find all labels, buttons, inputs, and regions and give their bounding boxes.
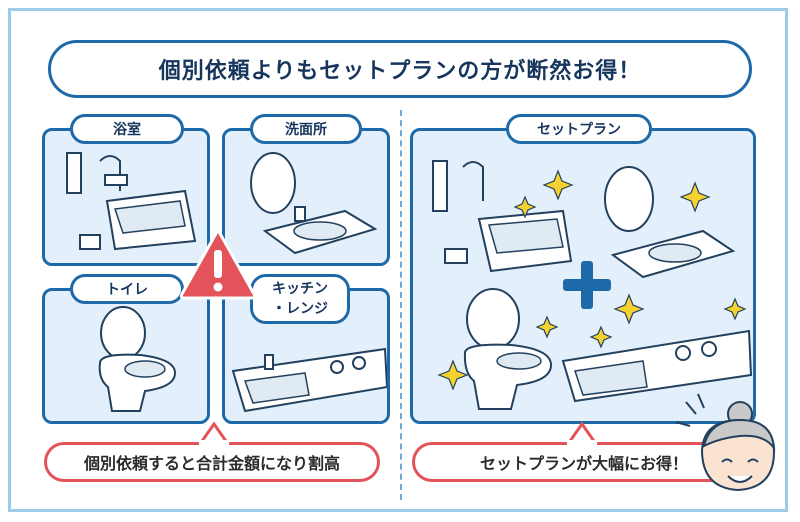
panel-washroom xyxy=(222,128,390,266)
headline-banner: 個別依頼よりもセットプランの方が断然お得！ xyxy=(48,40,752,98)
label-kitchen-line2: ・レンジ xyxy=(272,301,328,317)
bubble-pointer-left xyxy=(198,421,230,444)
headline-text: 個別依頼よりもセットプランの方が断然お得！ xyxy=(158,59,642,84)
bubble-pointer-right xyxy=(566,421,598,444)
panel-toilet xyxy=(42,288,210,424)
panel-set-plan xyxy=(410,128,756,424)
label-set-plan: セットプラン xyxy=(506,114,652,144)
label-toilet: トイレ xyxy=(70,274,184,304)
sparkle-icon xyxy=(679,181,711,213)
label-kitchen: キッチン ・レンジ xyxy=(250,274,350,324)
label-toilet-text: トイレ xyxy=(106,282,148,298)
toilet-illustration xyxy=(98,306,177,412)
sink-illustration xyxy=(250,152,378,255)
sparkle-icon xyxy=(542,169,574,201)
bubble-left-text: 個別依頼すると合計金額になり割高 xyxy=(83,454,340,473)
label-bathroom: 浴室 xyxy=(70,114,184,144)
sparkle-icon xyxy=(723,297,747,321)
sparkle-icon xyxy=(513,195,537,219)
bubble-right: セットプランが大幅にお得！ xyxy=(412,442,756,482)
bathtub-illustration xyxy=(66,152,197,251)
sparkle-icon xyxy=(437,359,469,391)
label-bathroom-text: 浴室 xyxy=(113,122,141,138)
label-set-plan-text: セットプラン xyxy=(537,122,621,138)
bubble-pointer-left-mask xyxy=(199,440,229,447)
label-washroom-text: 洗面所 xyxy=(285,122,327,138)
kitchen-illustration xyxy=(231,347,387,413)
bubble-pointer-right-mask xyxy=(567,440,597,447)
sparkle-icon xyxy=(535,315,559,339)
sparkle-icon xyxy=(613,293,645,325)
set-plan-illustration xyxy=(432,160,753,410)
label-washroom: 洗面所 xyxy=(250,114,362,144)
bubble-right-text: セットプランが大幅にお得！ xyxy=(479,454,688,473)
woman-avatar-icon xyxy=(675,393,776,492)
bubble-left: 個別依頼すると合計金額になり割高 xyxy=(44,442,380,482)
warning-icon xyxy=(179,228,257,300)
label-kitchen-line1: キッチン xyxy=(272,281,328,297)
center-divider xyxy=(400,110,402,500)
panel-bathroom xyxy=(42,128,210,266)
sparkle-icon xyxy=(589,325,613,349)
